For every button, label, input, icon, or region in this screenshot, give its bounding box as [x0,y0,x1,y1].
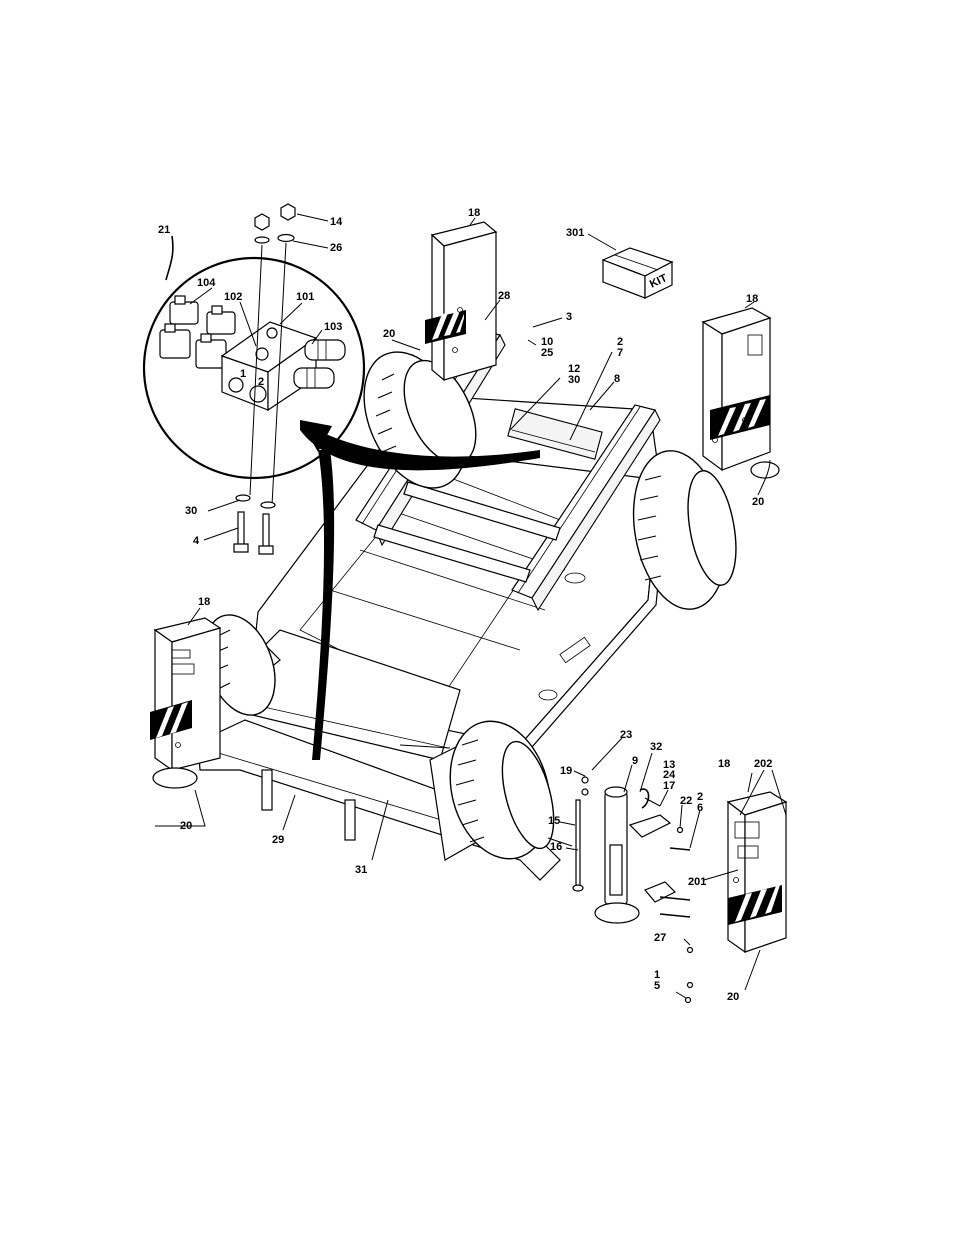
outrigger-jack [594,786,677,924]
callout-21: 21 [158,224,170,236]
counterweight-rear-left [425,221,498,382]
port-mark-1: 1 [240,368,246,380]
callout-22: 22 [680,795,692,807]
callout-20-front-left: 20 [180,820,192,832]
callout-4: 4 [193,535,200,547]
callout-17: 17 [663,780,675,792]
callout-18-rear-left: 18 [468,207,480,219]
callout-32: 32 [650,741,662,753]
callout-10: 10 [541,336,553,348]
callout-2-rear: 2 [617,336,623,348]
callout-labels: 21 14 26 18 301 104 102 101 103 28 18 3 … [158,207,772,1003]
tire-front-right [449,720,555,860]
hardware-right-stack [258,203,296,555]
counterweight-front-left [150,617,222,789]
callout-30-detail: 30 [185,505,197,517]
port-mark-2: 2 [258,376,264,388]
chassis-frame [197,329,669,881]
callout-6: 6 [697,802,703,814]
callout-25: 25 [541,347,553,359]
callout-9: 9 [632,755,638,767]
leader-lines [155,213,787,999]
callout-31: 31 [355,864,367,876]
callout-20-rear-left: 20 [383,328,395,340]
callout-12: 12 [568,363,580,375]
kit-box: KIT [601,247,674,299]
callout-301: 301 [566,227,584,239]
callout-18-front-right: 18 [718,758,730,770]
cartridge-valves [293,339,346,389]
callout-20-rear-right: 20 [752,496,764,508]
callout-24: 24 [663,769,676,781]
tire-rear-right [632,450,737,610]
callout-13: 13 [663,759,675,771]
callout-3: 3 [566,311,572,323]
callout-1: 1 [654,969,660,981]
callout-28: 28 [498,290,510,302]
callout-20-front-right: 20 [727,991,739,1003]
callout-18-rear-right: 18 [746,293,758,305]
hardware-left-stack [233,213,270,553]
counterweight-front-right [726,791,788,954]
callout-30-rear: 30 [568,374,580,386]
jack-hardware [547,776,694,1004]
callout-103: 103 [324,321,342,333]
callout-23: 23 [620,729,632,741]
solenoid-valves [159,295,236,369]
callout-8: 8 [614,373,620,385]
detail-pointer-arrow [300,420,540,471]
callout-104: 104 [197,277,216,289]
callout-16: 16 [550,841,562,853]
callout-202: 202 [754,758,772,770]
detail-magnifier: 1 2 [142,256,540,760]
callout-15: 15 [548,815,560,827]
callout-29: 29 [272,834,284,846]
callout-2-front: 2 [697,791,703,803]
callout-7: 7 [617,347,623,359]
callout-201: 201 [688,876,706,888]
manifold-block: 1 2 [220,321,318,412]
callout-102: 102 [224,291,242,303]
counterweight-rear-right [701,307,780,479]
callout-19: 19 [560,765,572,777]
callout-26: 26 [330,242,342,254]
callout-5: 5 [654,980,660,992]
callout-18-front-left: 18 [198,596,210,608]
callout-101: 101 [296,291,314,303]
callout-27: 27 [654,932,666,944]
callout-14: 14 [330,216,343,228]
